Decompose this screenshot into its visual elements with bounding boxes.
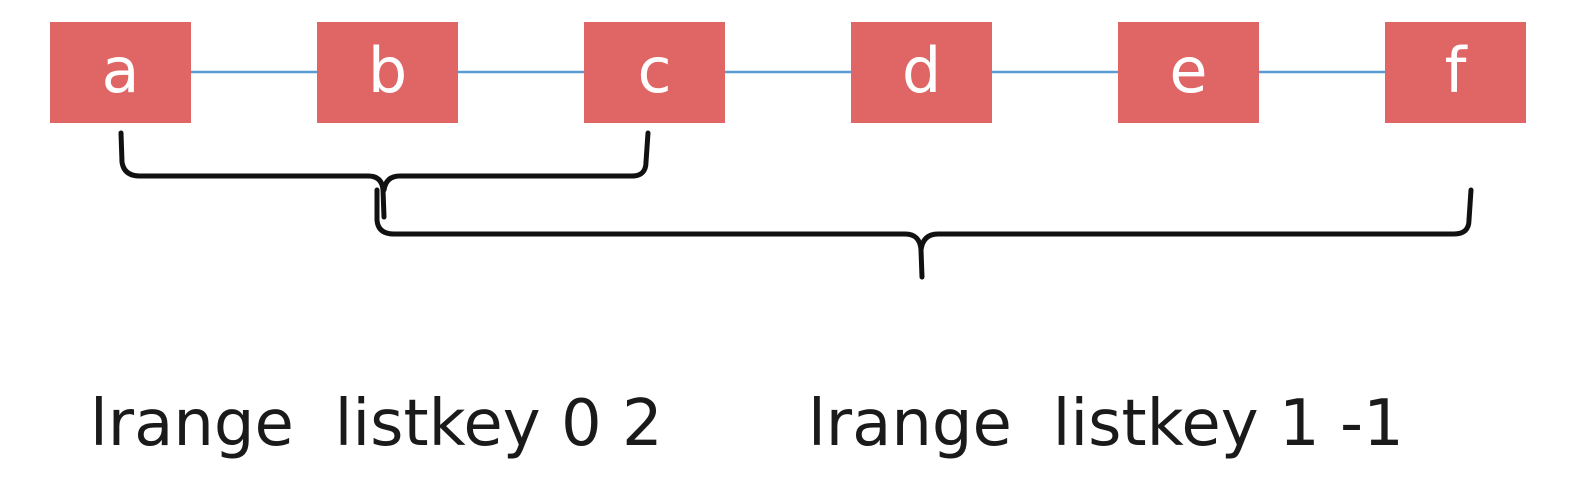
list-node-c: c <box>584 22 725 123</box>
list-node-b: b <box>317 22 458 123</box>
node-label: c <box>637 33 672 107</box>
list-node-d: d <box>851 22 992 123</box>
node-label: a <box>101 33 140 107</box>
node-label: b <box>367 33 408 107</box>
command-lrange-0-2: lrange listkey 0 2 <box>90 387 663 461</box>
list-node-f: f <box>1385 22 1526 123</box>
list-node-e: e <box>1118 22 1259 123</box>
node-label: f <box>1444 33 1467 107</box>
command-lrange-1-neg1: lrange listkey 1 -1 <box>808 387 1404 461</box>
node-label: e <box>1169 33 1208 107</box>
range-brace-1-neg1 <box>374 187 1474 280</box>
list-node-a: a <box>50 22 191 123</box>
node-label: d <box>901 33 942 107</box>
range-brace-0-2 <box>118 130 651 220</box>
